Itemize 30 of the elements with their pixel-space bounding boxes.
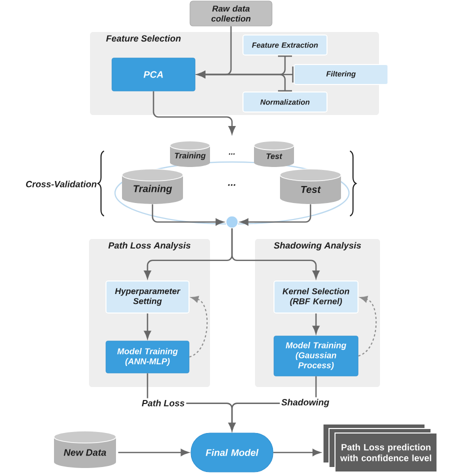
junction-circle xyxy=(226,216,238,228)
arrow xyxy=(273,449,321,456)
database-cylinder: Test xyxy=(254,140,294,167)
dashed-arrow xyxy=(358,296,377,356)
arrow xyxy=(152,204,224,226)
database-cylinder: Training xyxy=(122,168,184,204)
arrow xyxy=(197,71,292,92)
process-box: PCA xyxy=(112,58,196,92)
arrow xyxy=(312,314,320,334)
rounded-box: Final Model xyxy=(190,432,274,472)
edge-label: Shadowing xyxy=(280,397,331,409)
dashed-arrow xyxy=(189,296,208,358)
process-box: Kernel Selection (RBF Kernel) xyxy=(274,280,358,314)
brace-label: Cross-Validation xyxy=(26,180,96,188)
arrow xyxy=(240,204,312,226)
process-box: Hyperparameter Setting xyxy=(106,280,190,314)
ellipsis: ... xyxy=(228,153,235,155)
ellipsis: ... xyxy=(228,184,236,186)
document-stack: Path Loss prediction with confidence level xyxy=(322,424,438,472)
arrow xyxy=(152,91,236,134)
database-cylinder: Test xyxy=(280,168,342,204)
process-box: Model Training (ANN-MLP) xyxy=(106,340,190,374)
arrow xyxy=(118,449,189,456)
process-box: Model Training (Gaussian Process) xyxy=(274,336,358,376)
data-box: Raw data collection xyxy=(190,0,272,26)
arrow xyxy=(144,314,151,339)
edge-label: Path Loss xyxy=(140,398,186,408)
database-cylinder: Training xyxy=(170,140,210,167)
arrow xyxy=(231,228,320,279)
database-cylinder: New Data xyxy=(54,430,116,468)
